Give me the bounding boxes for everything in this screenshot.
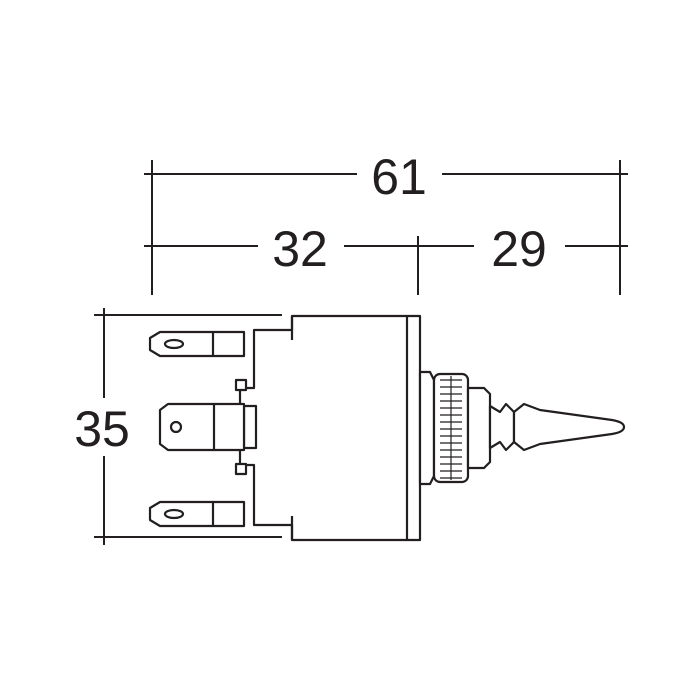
- bushing-thread: [466, 386, 492, 470]
- terminal-top: [148, 330, 246, 358]
- terminal-middle: [158, 402, 246, 452]
- terminal-bottom-slot: [163, 508, 185, 520]
- dimension-label-height: 35: [74, 401, 130, 457]
- bushing-knurl: [440, 376, 462, 480]
- toggle-lever: [488, 402, 626, 452]
- terminal-middle-hole: [169, 420, 183, 434]
- housing-notch-top: [234, 378, 248, 392]
- switch-body: [234, 314, 422, 542]
- housing-center-block: [242, 404, 258, 450]
- terminals: [148, 330, 246, 528]
- switch-housing: [238, 314, 422, 542]
- bushing: [418, 370, 492, 486]
- toggle-base: [488, 402, 516, 452]
- dimension-label-body: 32: [272, 221, 328, 277]
- toggle-handle: [512, 402, 626, 452]
- bushing-collar: [418, 370, 436, 486]
- dimension-label-toggle: 29: [491, 221, 547, 277]
- terminal-top-slot: [163, 338, 185, 350]
- dimension-label-overall: 61: [371, 149, 427, 205]
- dimension-lines-horizontal: [144, 160, 628, 295]
- dimension-lines-vertical: [94, 308, 282, 545]
- terminal-bottom: [148, 500, 246, 528]
- housing-notch-bottom: [234, 462, 248, 476]
